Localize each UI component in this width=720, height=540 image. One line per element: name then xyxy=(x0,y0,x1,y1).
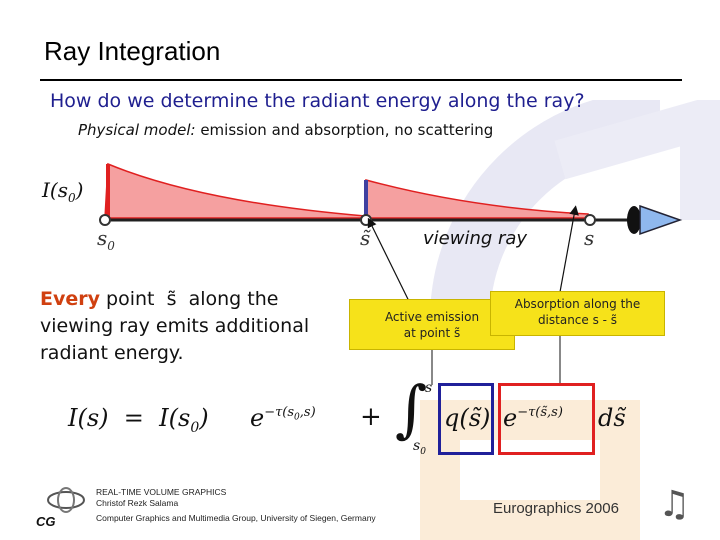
formula-exp2: e−τ(s̃,s) xyxy=(503,404,563,432)
absorption-callout: Absorption along the distance s - s̃ xyxy=(490,291,665,336)
slide-subtitle: How do we determine the radiant energy a… xyxy=(50,90,585,112)
physical-model-text: emission and absorption, no scattering xyxy=(195,121,494,139)
intensity-curve-start xyxy=(104,162,366,219)
intensity-start-label: I(s0) xyxy=(42,178,84,205)
footer-line2: Christof Rezk Salama xyxy=(96,498,179,508)
emission-callout: Active emission at point s̃ xyxy=(349,299,515,350)
absorption-line1: Absorption along the xyxy=(514,297,641,311)
music-note-icon: ♫ xyxy=(658,484,691,525)
slide-title: Ray Integration xyxy=(44,36,221,66)
cg-logo-text: CG xyxy=(36,514,56,529)
arrow-to-s xyxy=(559,205,579,293)
body-paragraph: Every point s̃ along the viewing ray emi… xyxy=(40,286,309,367)
label-stilde: s̃ xyxy=(360,226,371,250)
body-line1: point s̃ along the xyxy=(100,288,279,310)
integral-lower-limit: s0 xyxy=(413,438,426,457)
background-watermark xyxy=(420,100,720,540)
formula-q-term: q(s̃) xyxy=(444,404,491,432)
label-s: s xyxy=(584,226,595,250)
viewing-ray-label: viewing ray xyxy=(423,228,528,249)
intensity-curve-end xyxy=(365,179,589,219)
emission-line1: Active emission xyxy=(384,310,480,324)
body-every: Every xyxy=(40,288,101,310)
integral-upper-limit: s xyxy=(425,380,433,396)
emission-term-box xyxy=(438,383,494,455)
absorption-term-box xyxy=(498,383,595,455)
absorption-line2: distance s - s̃ xyxy=(537,313,618,327)
eye-icon xyxy=(627,204,683,236)
label-s0: s0 xyxy=(97,226,115,253)
physical-model-line: Physical model: emission and absorption,… xyxy=(78,121,493,139)
event-label: Eurographics 2006 xyxy=(493,500,619,517)
physical-model-label: Physical model: xyxy=(78,121,196,139)
formula-differential: ds̃ xyxy=(598,404,626,432)
formula-plus: + xyxy=(360,402,382,432)
footer-credits: REAL-TIME VOLUME GRAPHICS Christof Rezk … xyxy=(96,487,376,524)
integral-sign: ∫ xyxy=(395,372,428,445)
title-divider xyxy=(40,79,682,81)
point-s0 xyxy=(99,214,111,226)
footer-line1: REAL-TIME VOLUME GRAPHICS xyxy=(96,487,227,497)
point-s xyxy=(584,214,596,226)
emission-line2: at point s̃ xyxy=(403,326,461,340)
body-line2: viewing ray emits additional xyxy=(40,315,310,337)
footer-line3: Computer Graphics and Multimedia Group, … xyxy=(96,513,376,523)
body-line3: radiant energy. xyxy=(40,342,184,364)
formula-lhs: I(s) = I(s0) xyxy=(68,404,209,436)
cg-logo-icon: CG xyxy=(36,487,85,529)
formula-exp1: e−τ(s0,s) xyxy=(250,404,316,432)
